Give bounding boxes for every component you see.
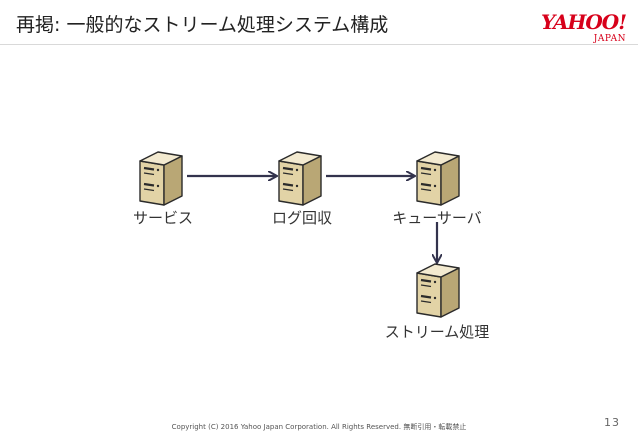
header-divider [0, 44, 638, 45]
status-led [156, 168, 160, 172]
slide-title: 再掲: 一般的なストリーム処理システム構成 [16, 14, 389, 36]
copyright-footer: Copyright (C) 2016 Yahoo Japan Corporati… [171, 423, 467, 431]
drive-bay-line [420, 278, 432, 283]
drive-bay-line [143, 188, 155, 192]
status-led [433, 168, 437, 172]
drive-bay-line [143, 182, 155, 187]
drive-bay-line [282, 182, 294, 187]
drive-bay-line [420, 284, 432, 288]
logo-wordmark: YAHOO! [540, 10, 627, 34]
drive-bay-line [282, 188, 294, 192]
drive-bay-line [420, 188, 432, 192]
node-label-stream-processing: ストリーム処理 [384, 323, 490, 341]
drive-bay-line [420, 182, 432, 187]
drive-bay-line [420, 166, 432, 171]
status-led [295, 184, 299, 188]
drive-bay-line [282, 166, 294, 171]
drive-bay-line [420, 294, 432, 299]
status-led [433, 296, 437, 300]
logo-subtext: JAPAN [593, 34, 626, 44]
status-led [433, 280, 437, 284]
server-icon [278, 151, 322, 206]
status-led [295, 168, 299, 172]
page-number: 13 [604, 416, 620, 429]
server-icon [416, 151, 460, 206]
drive-bay-line [420, 300, 432, 304]
status-led [156, 184, 160, 188]
server-icon [416, 263, 460, 318]
node-label-service: サービス [132, 209, 194, 227]
status-led [433, 184, 437, 188]
node-label-log-collect: ログ回収 [271, 209, 333, 227]
node-label-queue-server: キューサーバ [392, 209, 482, 227]
drive-bay-line [143, 172, 155, 176]
yahoo-japan-logo: YAHOO! JAPAN [540, 10, 627, 46]
server-icon [139, 151, 183, 206]
drive-bay-line [143, 166, 155, 171]
drive-bay-line [282, 172, 294, 176]
drive-bay-line [420, 172, 432, 176]
